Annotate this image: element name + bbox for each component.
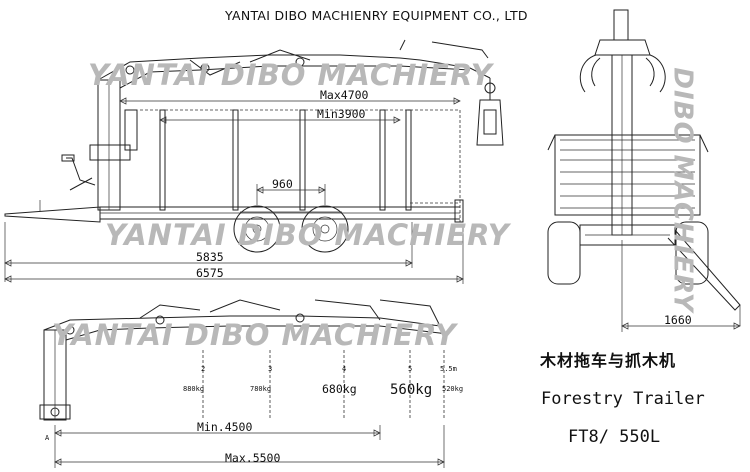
dim-axle-spacing: 960: [272, 177, 293, 191]
dim-length-a: 5835: [196, 250, 224, 264]
dim-min-reach: Min.4500: [197, 420, 253, 434]
rear-view-trailer: [547, 9, 741, 332]
reach-mark-5: 5: [408, 365, 413, 373]
dim-max-length: Max4700: [320, 88, 369, 102]
reach-mark-5-5: 5.5m: [440, 365, 457, 373]
watermark-vertical: DIBO MACHIERY: [667, 67, 698, 313]
dim-length-b: 6575: [196, 266, 224, 280]
reach-load-4: 680kg: [322, 382, 357, 396]
company-name: YANTAI DIBO MACHIENRY EQUIPMENT CO., LTD: [225, 8, 528, 23]
reach-mark-3: 3: [268, 365, 273, 373]
reach-load-5-5: 520kg: [442, 385, 464, 393]
watermark-top: YANTAI DIBO MACHIERY: [88, 58, 493, 92]
reach-origin-label: A: [45, 434, 50, 442]
dim-min-length: Min3900: [317, 107, 366, 121]
reach-load-2: 880kg: [183, 385, 205, 393]
reach-diagram: [39, 299, 449, 468]
reach-load-5: 560kg: [390, 382, 433, 398]
dim-max-reach: Max.5500: [225, 451, 281, 465]
title-english: Forestry Trailer: [541, 389, 705, 409]
side-view-trailer: [4, 39, 504, 284]
title-model: FT8/ 550L: [568, 427, 661, 447]
title-chinese: 木材拖车与抓木机: [540, 351, 677, 370]
watermark-middle: YANTAI DIBO MACHIERY: [105, 218, 510, 252]
watermark-bottom: YANTAI DIBO MACHIERY: [52, 318, 457, 352]
dim-rear-width: 1660: [664, 313, 692, 327]
reach-load-3: 780kg: [250, 385, 272, 393]
reach-mark-2: 2: [201, 365, 206, 373]
reach-mark-4: 4: [342, 365, 347, 373]
